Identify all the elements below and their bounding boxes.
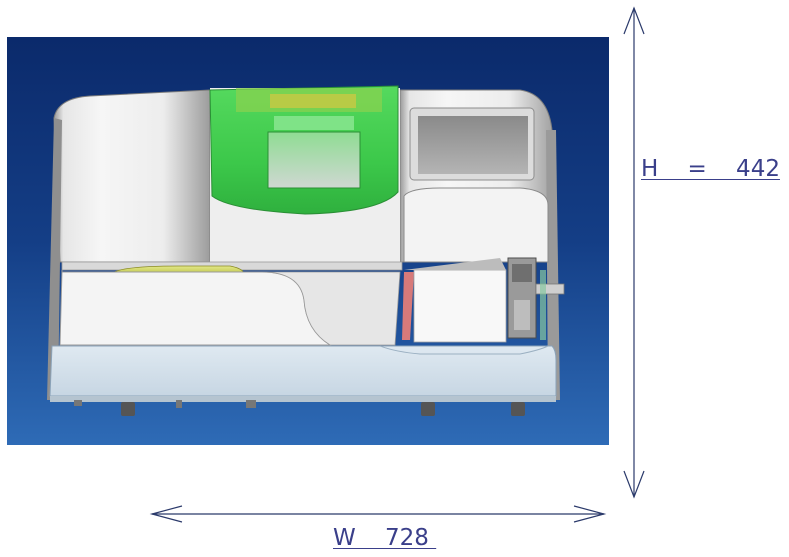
analyzer-device xyxy=(47,85,565,416)
height-dimension-label: H = 442 xyxy=(641,156,780,182)
vertical-double-arrow-icon xyxy=(623,6,645,499)
horizontal-double-arrow-icon xyxy=(149,505,607,523)
width-dimension-label: W 728 xyxy=(333,525,437,551)
